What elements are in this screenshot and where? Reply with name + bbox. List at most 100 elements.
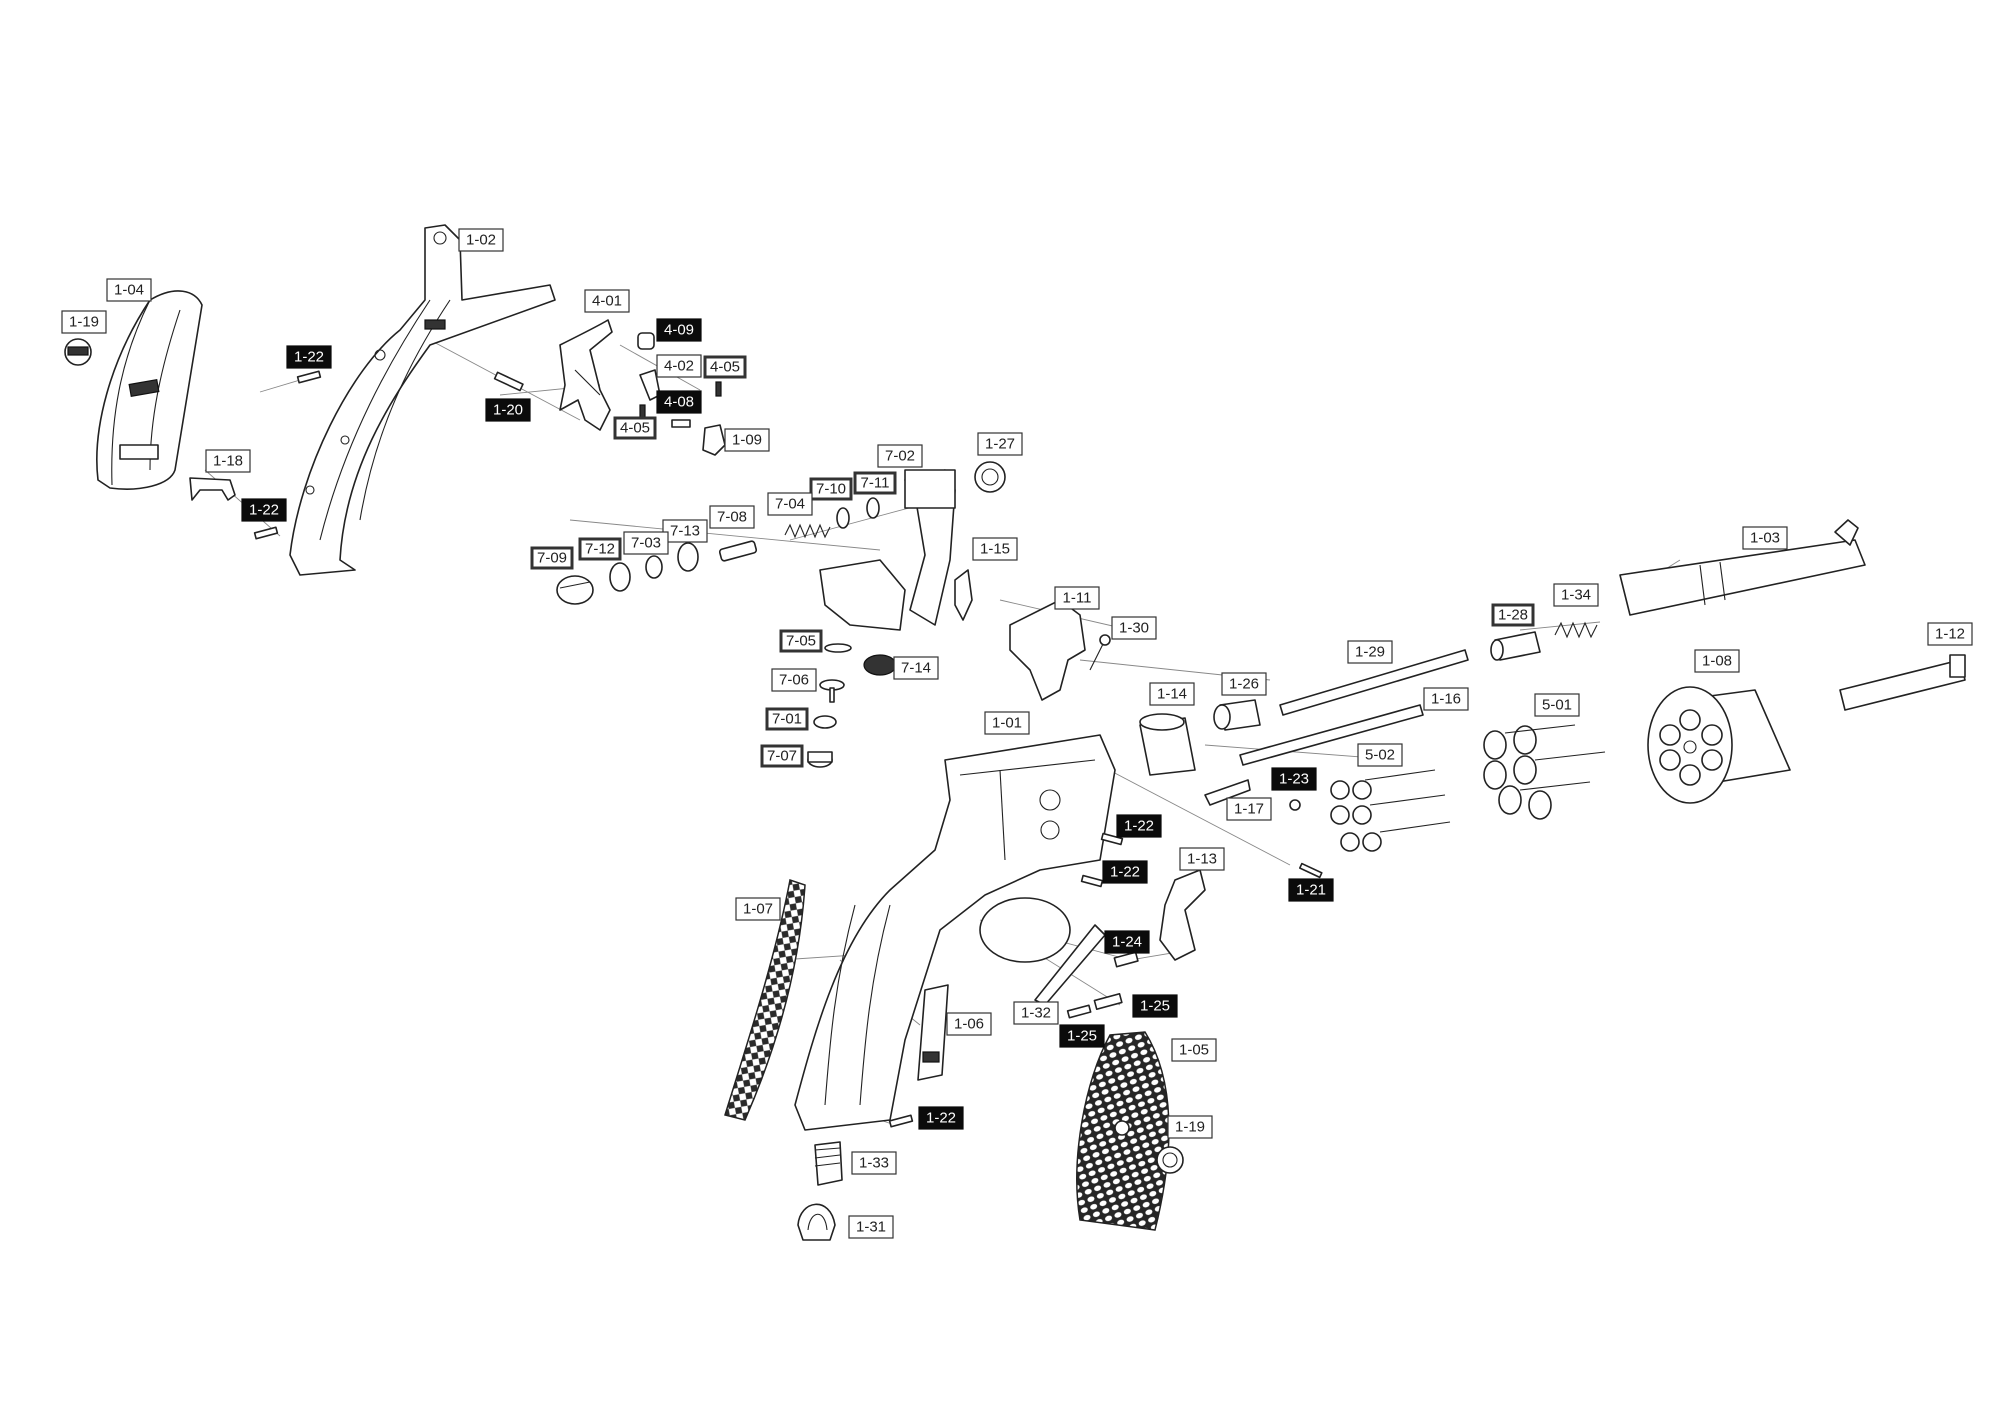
- tag-label: 1-05: [1179, 1042, 1209, 1059]
- tag-1-11: 1-11: [1054, 586, 1100, 610]
- ring-7-03: [645, 555, 663, 579]
- tag-label: 1-01: [992, 715, 1022, 732]
- frame-sideplate: [289, 224, 556, 576]
- tag-1-19: 1-19: [1167, 1115, 1213, 1139]
- tag-7-03: 7-03: [623, 531, 669, 555]
- plunger-7-08: [718, 540, 758, 562]
- tag-label: 1-14: [1157, 686, 1187, 703]
- grip-panel-1-05: [1076, 1031, 1170, 1231]
- tag-4-08: 4-08: [656, 390, 702, 414]
- tag-1-34: 1-34: [1553, 583, 1599, 607]
- tag-7-10: 7-10: [809, 477, 853, 501]
- tag-1-32: 1-32: [1013, 1001, 1059, 1025]
- tag-1-07: 1-07: [735, 897, 781, 921]
- tag-1-09: 1-09: [724, 428, 770, 452]
- tag-label: 1-11: [1063, 590, 1092, 607]
- barrel-1-03: [1619, 519, 1866, 616]
- tag-7-07: 7-07: [760, 744, 804, 768]
- tag-label: 1-09: [732, 432, 762, 449]
- tag-label: 7-01: [772, 711, 802, 728]
- tag-1-19: 1-19: [61, 310, 107, 334]
- tag-1-22: 1-22: [1102, 860, 1148, 884]
- tag-label: 7-10: [816, 481, 846, 498]
- hammer-nose-4-09: [637, 332, 655, 350]
- trigger-1-11: [1009, 599, 1086, 701]
- spring-clip-1-18: [189, 477, 236, 501]
- tag-label: 1-22: [249, 502, 279, 519]
- tag-label: 7-12: [585, 541, 615, 558]
- tag-1-17: 1-17: [1226, 797, 1272, 821]
- tag-7-12: 7-12: [578, 537, 622, 561]
- bushing-1-27: [974, 461, 1006, 493]
- screw-1-22-frame-b: [1080, 874, 1104, 888]
- tag-label: 1-04: [114, 282, 144, 299]
- bushing-7-01: [813, 715, 837, 729]
- housing-7-02: [819, 469, 956, 631]
- part-number-tags: 1-02 1-04 1-19 1-22 4-01 4-09 4-02 4-05 …: [61, 228, 1973, 1239]
- screw-1-23: [1289, 799, 1301, 811]
- sleeve-1-28: [1490, 631, 1541, 661]
- tag-4-02: 4-02: [656, 354, 702, 378]
- tag-7-14: 7-14: [893, 656, 939, 680]
- tag-label: 4-02: [664, 358, 694, 375]
- tag-label: 1-32: [1021, 1005, 1051, 1022]
- tag-label: 7-08: [717, 509, 747, 526]
- tag-1-22: 1-22: [241, 498, 287, 522]
- tag-label: 7-06: [779, 672, 809, 689]
- tag-1-08: 1-08: [1694, 649, 1740, 673]
- bushing-7-07: [807, 751, 833, 768]
- tag-1-02: 1-02: [458, 228, 504, 252]
- tag-label: 7-02: [885, 448, 915, 465]
- cap-7-09: [556, 575, 594, 605]
- tag-label: 1-16: [1431, 691, 1461, 708]
- tag-label: 1-28: [1498, 607, 1528, 624]
- cartridges-5-02: [1330, 769, 1451, 852]
- tag-7-02: 7-02: [877, 444, 923, 468]
- tag-1-13: 1-13: [1179, 847, 1225, 871]
- tag-label: 7-03: [631, 535, 661, 552]
- tag-label: 1-25: [1067, 1028, 1097, 1045]
- tag-7-08: 7-08: [709, 505, 755, 529]
- bushing-1-26: [1213, 699, 1261, 731]
- tag-7-01: 7-01: [765, 707, 809, 731]
- tag-label: 5-01: [1542, 697, 1572, 714]
- disc-7-05: [824, 643, 852, 653]
- tag-1-24: 1-24: [1104, 930, 1150, 954]
- tag-5-02: 5-02: [1357, 743, 1403, 767]
- tag-1-33: 1-33: [851, 1151, 897, 1175]
- washer-7-11: [866, 497, 880, 519]
- tag-label: 4-08: [664, 394, 694, 411]
- tag-1-14: 1-14: [1149, 682, 1195, 706]
- tag-label: 1-19: [69, 314, 99, 331]
- tag-1-18: 1-18: [205, 449, 251, 473]
- tag-1-22: 1-22: [918, 1106, 964, 1130]
- tag-label: 1-31: [856, 1219, 886, 1236]
- oring-7-12: [609, 562, 631, 592]
- hammer-4-01: [559, 319, 613, 431]
- tag-1-23: 1-23: [1271, 767, 1317, 791]
- tag-1-26: 1-26: [1221, 672, 1267, 696]
- pin-1-20: [493, 371, 524, 392]
- tag-4-05: 4-05: [703, 355, 747, 379]
- tag-label: 7-09: [537, 550, 567, 567]
- tag-label: 1-18: [213, 453, 243, 470]
- tag-7-06: 7-06: [771, 668, 817, 692]
- tag-label: 1-17: [1234, 801, 1264, 818]
- tag-label: 1-21: [1296, 882, 1326, 899]
- tag-label: 1-27: [985, 436, 1015, 453]
- spring-1-34: [1554, 621, 1598, 639]
- trigger-bar-1-09: [702, 424, 726, 456]
- pin-1-21: [1298, 862, 1323, 879]
- tag-label: 1-06: [954, 1016, 984, 1033]
- tag-label: 7-14: [901, 660, 931, 677]
- ring-7-13: [677, 542, 699, 572]
- tag-label: 1-02: [466, 232, 496, 249]
- tag-1-12: 1-12: [1927, 622, 1973, 646]
- tag-label: 7-05: [786, 633, 816, 650]
- tag-1-21: 1-21: [1288, 878, 1334, 902]
- rod-1-29: [1279, 649, 1469, 716]
- tag-label: 1-22: [1124, 818, 1154, 835]
- tag-1-25: 1-25: [1059, 1024, 1105, 1048]
- tag-7-13: 7-13: [662, 519, 708, 543]
